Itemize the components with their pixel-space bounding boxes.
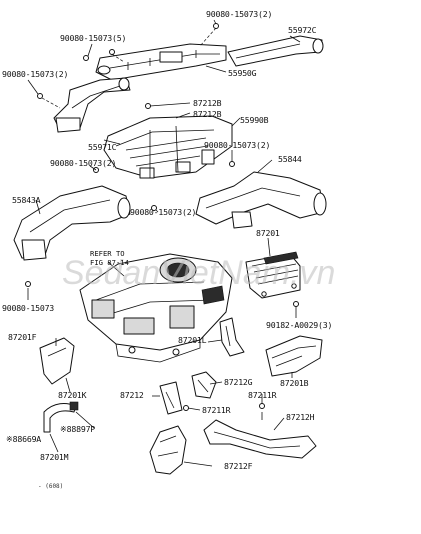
label-55843A: 55843A <box>12 195 41 205</box>
duct-87201F <box>39 337 75 385</box>
leader-lines <box>27 19 301 467</box>
part-87212 <box>159 381 183 415</box>
label-87212G: 87212G <box>224 377 253 387</box>
label-87212B-b: 87212B <box>193 109 222 119</box>
duct-55843A <box>13 185 131 261</box>
label-88669A: ※88669A <box>6 434 41 444</box>
label-90080-15073: 90080-15073 <box>2 303 54 313</box>
refer-to-text: REFER TO <box>90 249 125 258</box>
label-90080-15073-2-top: 90080-15073(2) <box>206 9 272 19</box>
label-87201M: 87201M <box>40 452 69 462</box>
label-90080-15073-5: 90080-15073(5) <box>60 33 126 43</box>
label-87201K: 87201K <box>58 390 87 400</box>
label-90080-15073-2-low: 90080-15073(2) <box>130 207 196 217</box>
fig-ref-text: FIG 87-14 <box>90 258 129 267</box>
hvac-main-assembly <box>79 253 233 363</box>
label-87201L: 87201L <box>178 335 207 345</box>
label-55971C: 55971C <box>88 142 117 152</box>
label-87212B-a: 87212B <box>193 98 222 108</box>
register-55990B <box>103 115 233 179</box>
label-87212: 87212 <box>120 390 144 400</box>
label-90080-15073-2-right: 90080-15073(2) <box>204 140 270 150</box>
label-87201F: 87201F <box>8 332 37 342</box>
label-87201: 87201 <box>256 228 280 238</box>
duct-55971C <box>53 77 131 133</box>
part-labels: 90080-15073(2) 90080-15073(5) 55972C 900… <box>2 9 332 471</box>
label-87212F: 87212F <box>224 461 253 471</box>
label-90080-15073-2-left: 90080-15073(2) <box>2 69 68 79</box>
duct-87201B <box>265 335 323 377</box>
label-87201B: 87201B <box>280 378 309 388</box>
label-87211R-a: 87211R <box>248 390 277 400</box>
duct-87212F <box>149 425 187 475</box>
label-55950G: 55950G <box>228 68 257 78</box>
label-55972C: 55972C <box>288 25 317 35</box>
duct-87212H <box>203 419 317 459</box>
duct-55972C <box>227 35 324 67</box>
label-87212H: 87212H <box>286 412 315 422</box>
duct-55950G <box>95 43 227 81</box>
label-90080-15073-2-mid: 90080-15073(2) <box>50 158 116 168</box>
label-87211R-b: 87211R <box>202 405 231 415</box>
label-90182-A0029-3: 90182-A0029(3) <box>266 320 332 330</box>
label-55990B: 55990B <box>240 115 269 125</box>
part-87212G <box>191 371 217 399</box>
label-88897P: ※88897P <box>60 424 95 434</box>
watermark-text: SedanVietNam.vn <box>62 254 335 292</box>
label-55844: 55844 <box>278 154 302 164</box>
footer-text: - (608) <box>38 483 63 490</box>
duct-55844 <box>195 171 327 229</box>
bracket-87201L <box>219 317 245 357</box>
unit-87201 <box>245 251 301 299</box>
hose-87201M <box>43 401 79 433</box>
